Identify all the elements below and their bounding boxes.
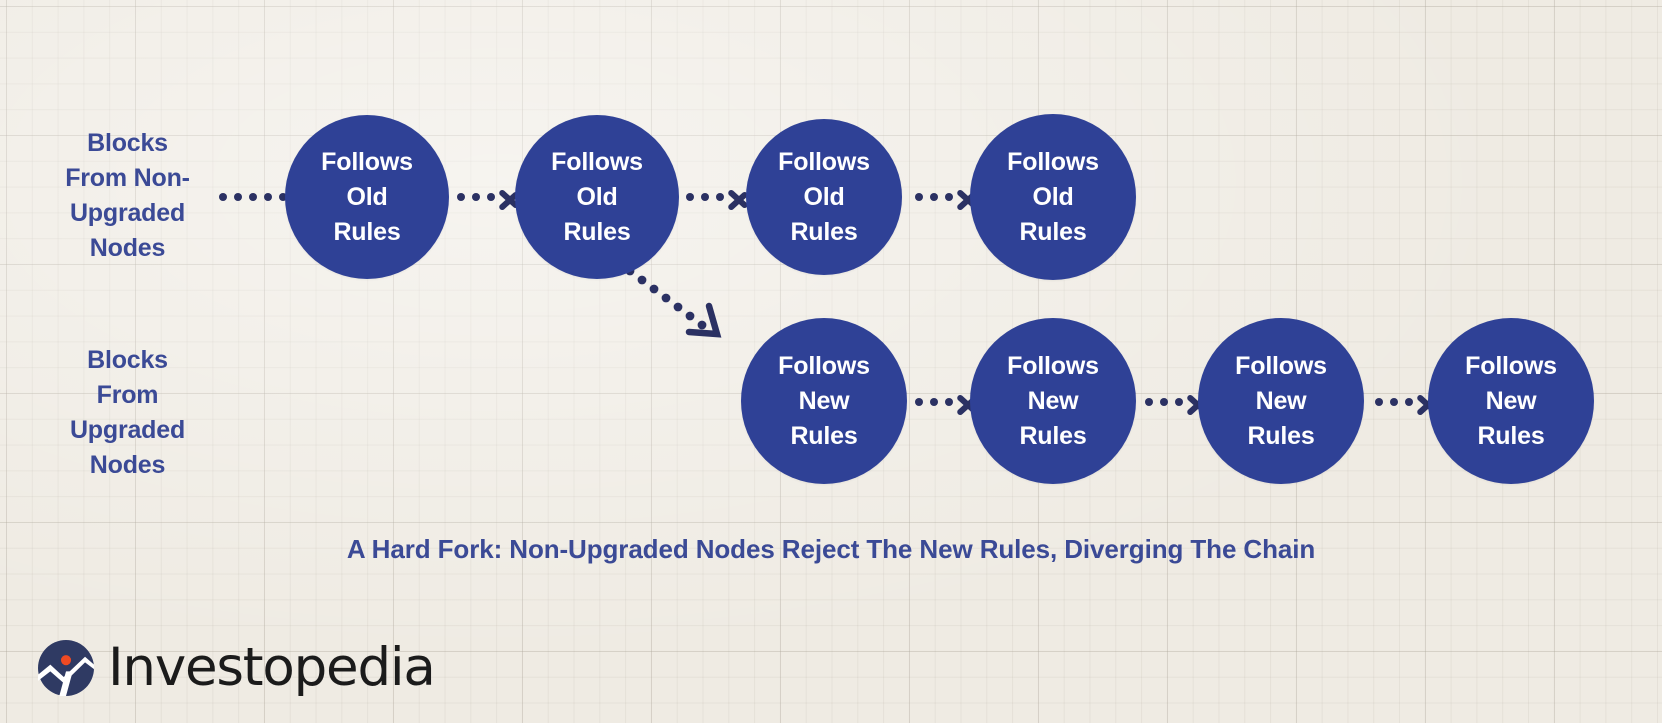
node-label: Follows New Rules [1007,351,1099,450]
connector-old-1-to-old-2 [457,180,521,214]
connector-new-1-to-new-2 [915,385,979,419]
node-label: Follows Old Rules [778,147,870,246]
dotted-line [1375,398,1413,407]
connector-old-2-to-old-3 [686,180,750,214]
node-label: Follows Old Rules [321,147,413,246]
node-new-1[interactable]: Follows New Rules [741,318,907,484]
node-old-4[interactable]: Follows Old Rules [970,114,1136,280]
investopedia-wordmark: Investopedia [108,637,436,698]
connector-old-2-to-new-1 [625,266,722,338]
node-old-3[interactable]: Follows Old Rules [746,119,902,275]
node-label: Follows Old Rules [551,147,643,246]
node-label: Follows New Rules [778,351,870,450]
investopedia-logo-mark [38,640,94,696]
dotted-line [915,398,953,407]
dotted-line [219,193,287,202]
row-label-line: Blocks [87,346,168,374]
diagram-caption: A Hard Fork: Non-Upgraded Nodes Reject T… [346,534,1316,564]
connector-new-3-to-new-4 [1375,385,1439,419]
connector-old-3-to-old-4 [915,180,979,214]
node-new-4[interactable]: Follows New Rules [1428,318,1594,484]
arrowhead-icon [685,302,722,338]
row-label-upgraded-nodes: Blocks From Upgraded Nodes [30,343,225,483]
investopedia-logo: Investopedia [38,637,436,698]
row-label-line: Blocks [87,129,168,157]
row-label-line: Nodes [89,451,166,479]
node-new-3[interactable]: Follows New Rules [1198,318,1364,484]
row-label-line: From [96,381,159,409]
node-label: Follows Old Rules [1007,147,1099,246]
dotted-line [1145,398,1183,407]
dotted-line [686,193,724,202]
node-label: Follows New Rules [1235,351,1327,450]
connector-new-2-to-new-3 [1145,385,1209,419]
dotted-line [457,193,495,202]
row-label-line: Upgraded [69,416,186,444]
dotted-line [915,193,953,202]
row-label-line: Upgraded [69,199,186,227]
row-label-line: Nodes [89,234,166,262]
row-label-non-upgraded-nodes: Blocks From Non- Upgraded Nodes [30,126,225,266]
dotted-line [625,266,707,330]
node-new-2[interactable]: Follows New Rules [970,318,1136,484]
node-label: Follows New Rules [1465,351,1557,450]
node-old-2[interactable]: Follows Old Rules [515,115,679,279]
connector-entry-to-old-1 [219,180,313,214]
node-old-1[interactable]: Follows Old Rules [285,115,449,279]
row-label-line: From Non- [65,164,190,192]
